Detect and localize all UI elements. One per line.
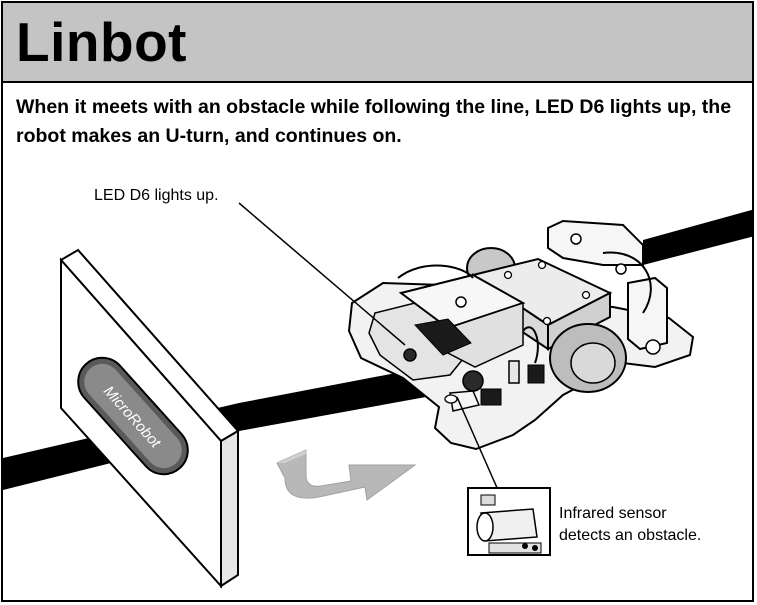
track-line-right xyxy=(643,209,752,265)
led-callout-label: LED D6 lights up. xyxy=(94,187,219,204)
obstacle-block: MicroRobot xyxy=(59,248,240,589)
scene-illustration: MicroRobot xyxy=(3,202,752,589)
track-line-middle xyxy=(239,363,448,431)
led-leader-line xyxy=(238,202,406,346)
sensor-callout-label: Infrared sensor detects an obstacle. xyxy=(559,503,701,547)
sensor-callout-line2: detects an obstacle. xyxy=(559,527,702,544)
u-turn-arrow-icon xyxy=(276,449,417,501)
title-bar: Linbot xyxy=(3,3,752,83)
linbot-robot xyxy=(347,219,695,451)
led-d6 xyxy=(403,348,417,362)
description-text: When it meets with an obstacle while fol… xyxy=(16,96,732,147)
page-title: Linbot xyxy=(16,11,187,73)
sensor-leader-line xyxy=(456,396,499,491)
sensor-detail-inset xyxy=(467,487,551,556)
sensor-callout-line1: Infrared sensor xyxy=(559,505,667,522)
